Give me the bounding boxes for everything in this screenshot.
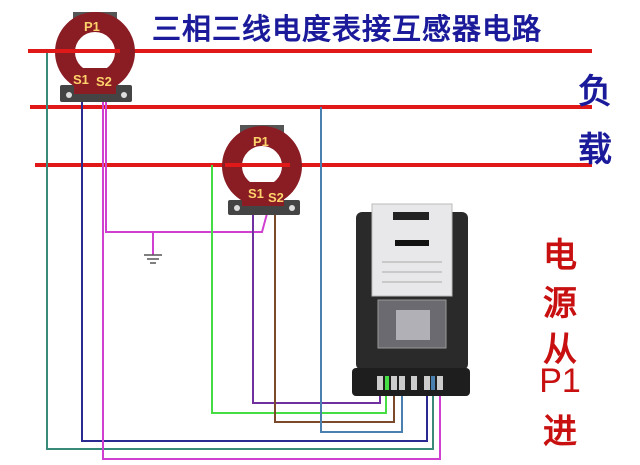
load-label-char-2: 载 [578,130,612,170]
wire-navy [81,97,428,442]
source-label-char-1: 电 [543,236,577,276]
current-transformer-2: P1 S1 S2 [222,125,302,215]
wire-green [211,165,387,414]
diagram-title: 三相三线电度表接互感器电路 [152,12,543,46]
wire-blue [320,107,403,433]
source-label-char-5: 进 [543,412,577,452]
wire-brown [274,210,395,423]
ct2-s2-label: S2 [268,190,284,205]
wire-magenta [102,97,441,460]
load-label-char-1: 负 [578,72,612,112]
wire-magenta-ground [105,97,269,233]
ct2-s1-label: S1 [248,186,264,201]
three-phase-energy-meter [352,203,470,396]
ct1-p1-label: P1 [84,19,100,34]
ct1-s2-label: S2 [96,74,112,89]
current-transformer-1: P1 S1 S2 [28,12,135,102]
ct1-s1-label: S1 [73,72,89,87]
source-label-p1: P1 [539,362,581,400]
ct2-p1-label: P1 [253,134,269,149]
source-label-char-3: 从 [543,330,577,370]
ground-symbol-icon [144,254,162,264]
source-label-char-2: 源 [543,284,577,324]
wire-teal [46,51,434,450]
